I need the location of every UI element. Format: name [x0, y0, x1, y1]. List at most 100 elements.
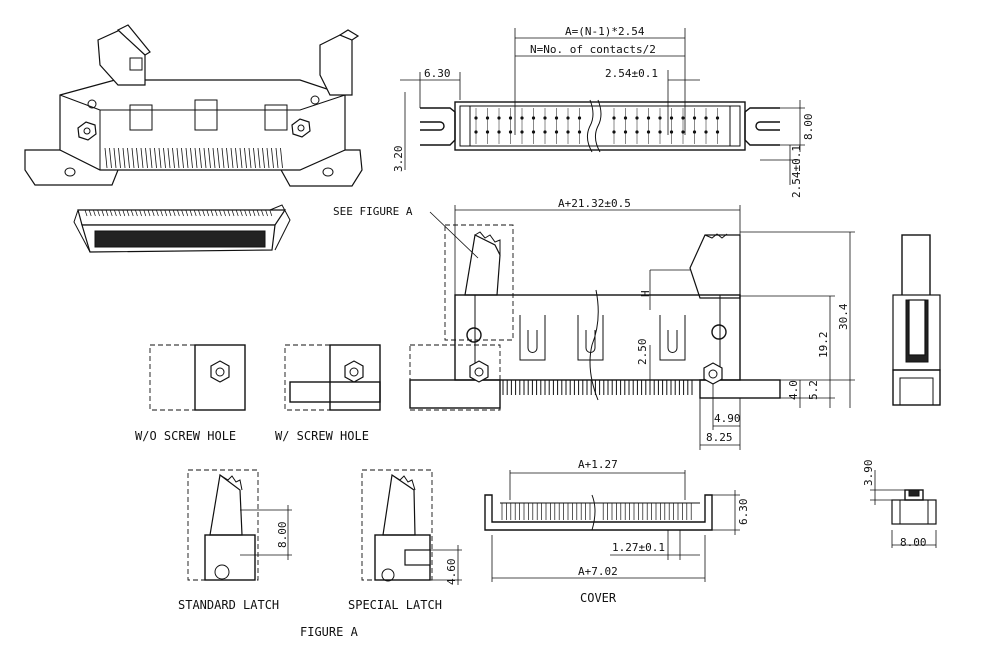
pin-tail [221, 147, 225, 169]
cover-tooth [109, 209, 113, 217]
cover-tooth [156, 209, 159, 217]
pin-tail [230, 147, 234, 169]
dim-630-top-label: 6.30 [424, 67, 451, 80]
pin-tail [176, 147, 180, 169]
cover-tooth [219, 209, 222, 217]
cover-tooth [256, 209, 260, 217]
pin-tail [172, 147, 175, 169]
w-screw-hole-label: W/ SCREW HOLE [275, 429, 369, 443]
cover-tooth [84, 209, 88, 217]
cover-view [484, 470, 740, 582]
cover-tooth [151, 209, 155, 217]
cover-tooth [97, 209, 100, 217]
dim-800-standard-label: 8.00 [276, 522, 289, 549]
dim-800-small-label: 8.00 [900, 536, 927, 549]
dim-40-label: 4.0 [787, 380, 800, 400]
top-view [400, 28, 805, 185]
cover-tooth [265, 209, 268, 217]
cover-tooth [101, 209, 105, 217]
pin-tail [181, 147, 184, 169]
pin-tail [140, 147, 144, 169]
dim-254-vertical-label: 2.54±0.1 [790, 145, 803, 198]
cover-tooth [105, 209, 109, 217]
pin-tail [280, 147, 283, 169]
cover-tooth [185, 209, 189, 217]
cover-tooth [269, 209, 273, 217]
cover-tooth [168, 209, 172, 217]
dim-490-label: 4.90 [714, 412, 741, 425]
cover-tooth [193, 209, 197, 217]
pin-tail [113, 147, 117, 169]
cover-tooth [231, 209, 235, 217]
cover-tooth [206, 209, 210, 217]
formula-pitch-label: A=(N-1)*2.54 [565, 25, 645, 38]
pin-tail [136, 147, 139, 169]
cover-tooth [248, 209, 252, 217]
dim-304-label: 30.4 [837, 303, 850, 330]
pin-tail [208, 147, 211, 169]
cover-tooth [261, 209, 264, 217]
pin-tail [122, 147, 126, 169]
pin-tail [185, 147, 189, 169]
w-screw-hole-view [284, 344, 381, 411]
pin-tail [127, 147, 130, 169]
special-latch-label: SPECIAL LATCH [348, 598, 442, 612]
pin-tail [203, 147, 207, 169]
dim-800-right-label: 8.00 [802, 114, 815, 141]
cover-tooth [181, 209, 184, 217]
cover-tooth [88, 209, 92, 217]
cover-tooth [130, 209, 134, 217]
pin-tail [248, 147, 252, 169]
wo-screw-hole-label: W/O SCREW HOLE [135, 429, 236, 443]
standard-latch-label: STANDARD LATCH [178, 598, 279, 612]
cover-tooth [240, 209, 243, 217]
dim-254-pitch-label: 2.54±0.1 [605, 67, 658, 80]
pin-tail [235, 147, 238, 169]
cover-tooth [118, 209, 121, 217]
cover-tooth [214, 209, 218, 217]
cover-tooth [143, 209, 147, 217]
pin-tail [253, 147, 256, 169]
pin-tail [271, 147, 274, 169]
pin-tail [262, 147, 265, 169]
pin-tail [257, 147, 261, 169]
cover-tooth [139, 209, 142, 217]
pin-tail [158, 147, 162, 169]
side-view [892, 234, 941, 406]
pin-tail [131, 147, 135, 169]
pin-tail [226, 147, 229, 169]
cover-tooth [210, 209, 214, 217]
pin-tail [118, 147, 121, 169]
cover-tooth [198, 209, 201, 217]
wo-screw-hole-view [149, 344, 246, 411]
dim-a-702-label: A+7.02 [578, 565, 618, 578]
pin-tail [266, 147, 270, 169]
dim-460-label: 4.60 [445, 559, 458, 586]
pin-tail [199, 147, 202, 169]
dim-825-label: 8.25 [706, 431, 733, 444]
figure-a-label: FIGURE A [300, 625, 359, 639]
dim-250-label: 2.50 [636, 339, 649, 366]
dim-127-pitch-label: 1.27±0.1 [612, 541, 665, 554]
isometric-connector-view [24, 24, 363, 187]
dim-192-label: 19.2 [817, 332, 830, 359]
isometric-cover-view [73, 204, 291, 253]
pin-tail [244, 147, 247, 169]
dim-320-label: 3.20 [392, 146, 405, 173]
dim-630-cover-label: 6.30 [737, 499, 750, 526]
standard-latch-view [187, 469, 292, 581]
cover-tooth [160, 209, 163, 217]
small-side-view [870, 470, 937, 548]
cover-tooth [93, 209, 96, 217]
pin-tail [154, 147, 157, 169]
cover-tooth [244, 209, 247, 217]
cover-tooth [164, 209, 168, 217]
dim-a-2132-label: A+21.32±0.5 [558, 197, 631, 210]
cover-tooth [223, 209, 226, 217]
cover-tooth [252, 209, 256, 217]
cover-tooth [114, 209, 117, 217]
pin-tail [149, 147, 153, 169]
formula-contacts-label: N=No. of contacts/2 [530, 43, 656, 56]
pin-tail [275, 147, 279, 169]
